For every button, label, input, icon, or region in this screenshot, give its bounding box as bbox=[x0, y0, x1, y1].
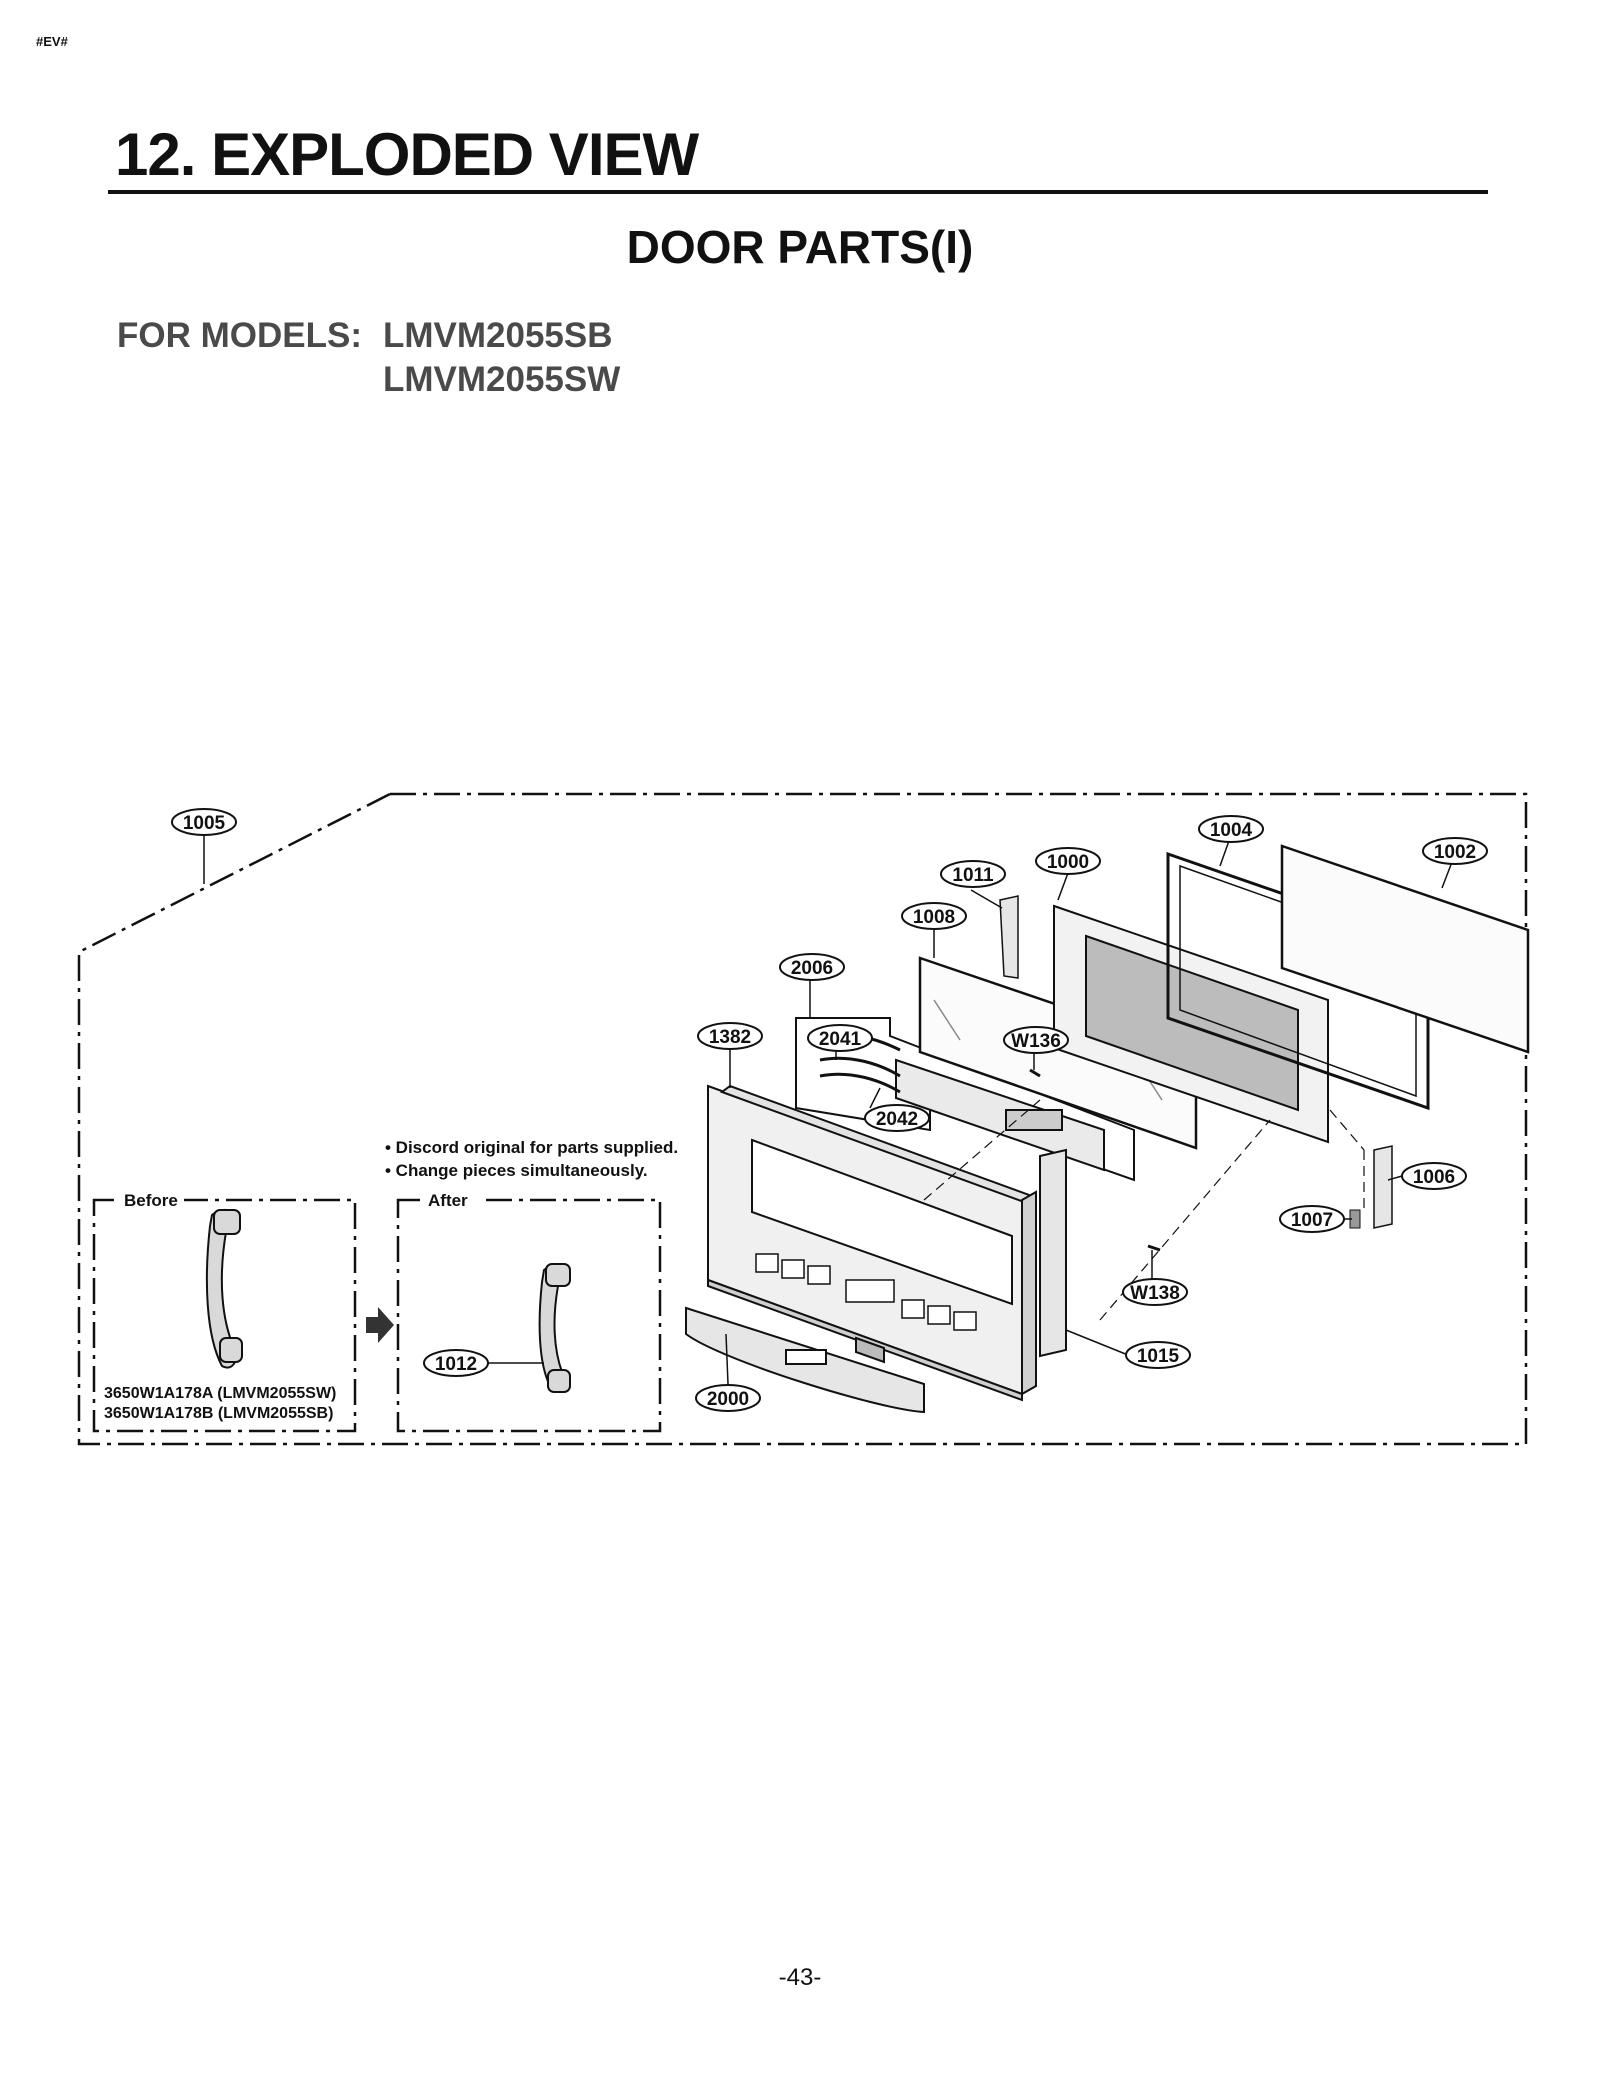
svg-text:2041: 2041 bbox=[819, 1029, 862, 1050]
part-number-before: 3650W1A178B (LMVM2055SB) bbox=[104, 1405, 333, 1422]
svg-text:1011: 1011 bbox=[952, 865, 994, 886]
models-label: FOR MODELS: bbox=[117, 316, 362, 355]
svg-text:1012: 1012 bbox=[435, 1354, 477, 1375]
callout-1007: 1007 bbox=[1279, 1205, 1345, 1233]
before-box bbox=[92, 1198, 357, 1433]
control-bezel bbox=[685, 1306, 925, 1414]
latch-bracket bbox=[999, 895, 1019, 979]
callout-1006: 1006 bbox=[1401, 1162, 1467, 1190]
handle-before bbox=[205, 1208, 243, 1369]
svg-text:1004: 1004 bbox=[1210, 820, 1253, 841]
svg-text:1008: 1008 bbox=[913, 907, 955, 928]
screw-w138 bbox=[1147, 1244, 1161, 1252]
before-label: Before bbox=[124, 1191, 178, 1210]
title-rule bbox=[108, 190, 1488, 194]
part-number-before: 3650W1A178A (LMVM2055SW) bbox=[104, 1385, 336, 1402]
screw-w136 bbox=[1029, 1068, 1041, 1078]
callout-1002: 1002 bbox=[1422, 837, 1488, 865]
svg-text:W136: W136 bbox=[1011, 1031, 1061, 1052]
svg-text:1382: 1382 bbox=[709, 1027, 751, 1048]
note-text: • Change pieces simultaneously. bbox=[385, 1161, 648, 1180]
control-panel-buttons bbox=[755, 1253, 977, 1331]
svg-text:1015: 1015 bbox=[1137, 1346, 1180, 1367]
callout-1015: 1015 bbox=[1125, 1341, 1191, 1369]
outer-glass bbox=[1280, 844, 1530, 1054]
callout-1008: 1008 bbox=[901, 902, 967, 930]
callout-1012: 1012 bbox=[423, 1349, 489, 1377]
door-hinge bbox=[1039, 1148, 1067, 1358]
handle-after bbox=[538, 1263, 571, 1393]
svg-text:2006: 2006 bbox=[791, 958, 833, 979]
header-tag: #EV# bbox=[36, 34, 68, 49]
note-text: • Discord original for parts supplied. bbox=[385, 1138, 678, 1157]
model-number: LMVM2055SW bbox=[383, 360, 621, 399]
after-label: After bbox=[428, 1191, 468, 1210]
svg-text:2000: 2000 bbox=[707, 1389, 749, 1410]
spring-bracket bbox=[1373, 1145, 1393, 1229]
svg-text:1006: 1006 bbox=[1413, 1167, 1455, 1188]
callout-2041: 2041 bbox=[807, 1024, 873, 1052]
svg-text:1005: 1005 bbox=[183, 813, 226, 834]
page-number: -43- bbox=[778, 1964, 822, 1991]
callout-1382: 1382 bbox=[697, 1022, 763, 1050]
callout-2042: 2042 bbox=[864, 1104, 930, 1132]
model-number: LMVM2055SB bbox=[383, 316, 613, 355]
callout-2000: 2000 bbox=[695, 1384, 761, 1412]
svg-text:2042: 2042 bbox=[876, 1109, 918, 1130]
callout-1000: 1000 bbox=[1035, 847, 1101, 875]
callout-W138: W138 bbox=[1122, 1278, 1188, 1306]
svg-text:1002: 1002 bbox=[1434, 842, 1476, 863]
section-title: 12. EXPLODED VIEW bbox=[115, 121, 699, 188]
svg-text:1007: 1007 bbox=[1291, 1210, 1333, 1231]
guide-dashes bbox=[923, 1099, 1365, 1321]
svg-text:1000: 1000 bbox=[1047, 852, 1089, 873]
page-subtitle: DOOR PARTS(I) bbox=[626, 221, 974, 273]
diagram-boundary bbox=[77, 792, 1528, 1446]
svg-text:W138: W138 bbox=[1130, 1283, 1180, 1304]
arrow-icon bbox=[366, 1307, 394, 1343]
callout-2006: 2006 bbox=[779, 953, 845, 981]
after-box bbox=[396, 1198, 662, 1433]
callout-W136: W136 bbox=[1003, 1026, 1069, 1054]
callout-1011: 1011 bbox=[940, 860, 1006, 888]
callout-1005: 1005 bbox=[171, 808, 237, 836]
inner-door-frame bbox=[1053, 904, 1329, 1144]
callout-1004: 1004 bbox=[1198, 815, 1264, 843]
